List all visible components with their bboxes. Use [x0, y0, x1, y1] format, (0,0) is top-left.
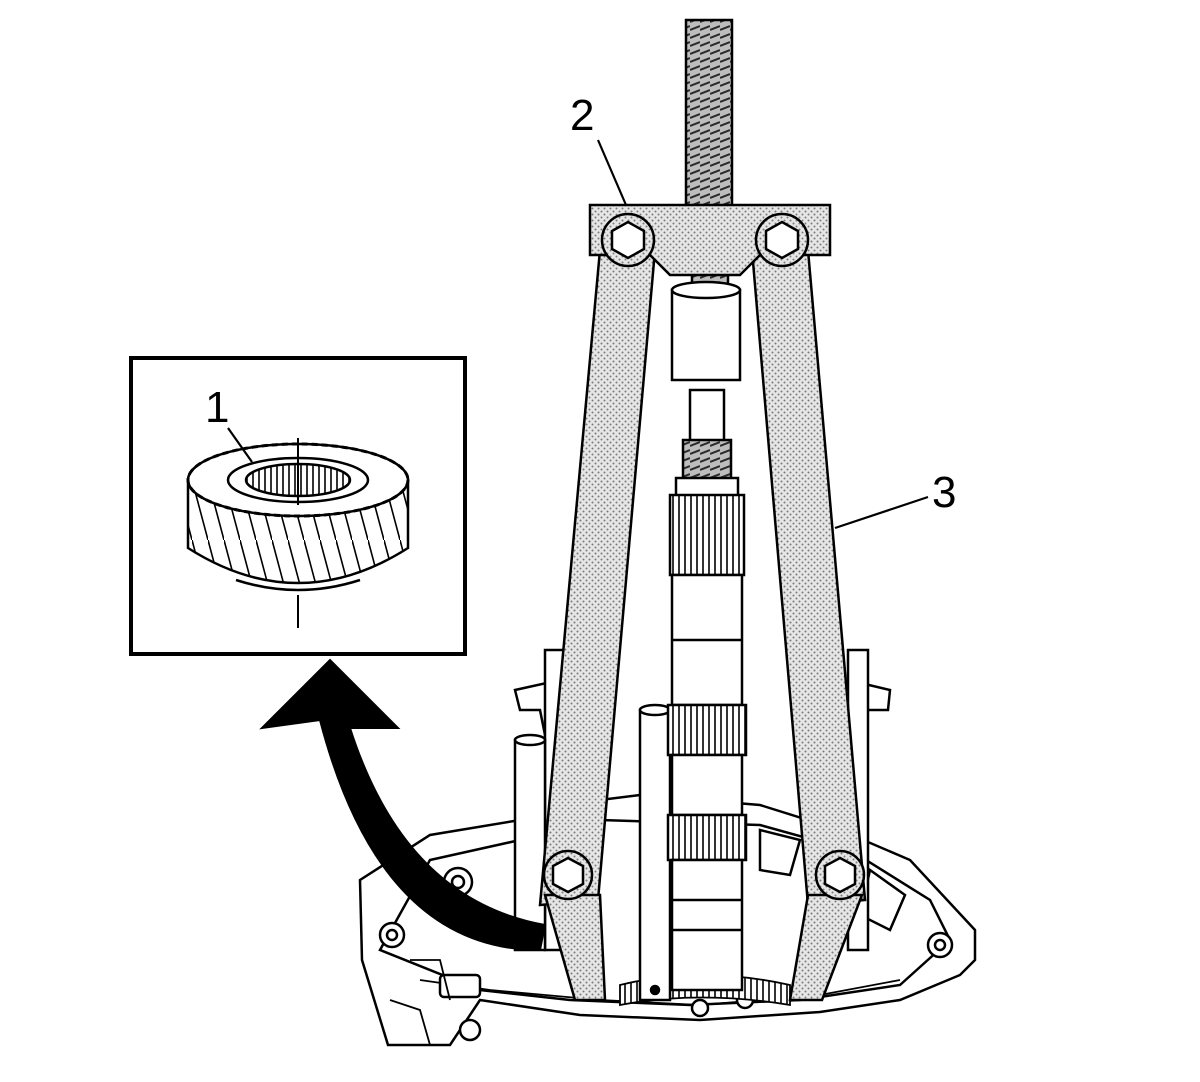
leader-lines	[227, 139, 929, 530]
callout-label-1: 1	[205, 383, 229, 432]
gear-inset-box	[129, 356, 467, 656]
helical-gear	[186, 438, 410, 628]
callout-label-2: 2	[570, 91, 594, 140]
mainshaft	[666, 388, 748, 992]
guide-pin	[513, 703, 672, 1002]
callout-label-3: 3	[932, 468, 956, 517]
leader-line-2	[596, 139, 628, 206]
removal-direction-arrow	[259, 658, 547, 952]
three-jaw-puller	[538, 203, 867, 1002]
leader-line-3	[834, 495, 929, 530]
threaded-forcing-screw	[670, 18, 742, 382]
leader-line-1	[227, 427, 253, 463]
